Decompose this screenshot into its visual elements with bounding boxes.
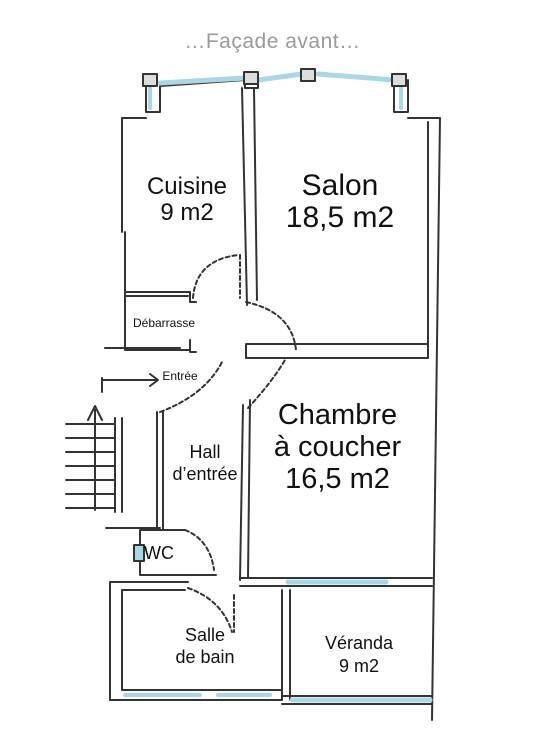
outer-wall-left-top bbox=[121, 117, 147, 233]
wall-salon-chambre bbox=[245, 343, 429, 359]
facade-title: …Façade avant… bbox=[184, 30, 361, 53]
door-salon bbox=[245, 301, 297, 351]
room-label-wc: WC bbox=[144, 543, 174, 563]
bathroom-walls bbox=[109, 581, 283, 701]
wc-fixture bbox=[133, 544, 145, 562]
front-window-center bbox=[255, 71, 305, 83]
room-area: 16,5 m2 bbox=[285, 462, 390, 495]
room-name-line1: Chambre bbox=[277, 399, 398, 431]
room-area: 9 m2 bbox=[338, 655, 380, 676]
front-window-right bbox=[315, 71, 397, 83]
wall-veranda-bottom bbox=[281, 695, 433, 705]
room-label-salle-de-bain: Salle de bain bbox=[150, 625, 260, 668]
room-label-entree: Entrée bbox=[162, 369, 198, 383]
room-name: Véranda bbox=[324, 633, 394, 653]
wall-hall-right bbox=[239, 399, 251, 581]
wall-kitchen-salon bbox=[241, 87, 258, 306]
room-label-cuisine: Cuisine 9 m2 bbox=[128, 174, 246, 226]
room-name-line2: à coucher bbox=[273, 430, 402, 463]
door-chambre bbox=[247, 359, 286, 409]
front-facade-wall bbox=[142, 68, 409, 113]
front-window-left bbox=[157, 75, 248, 86]
wall-debarrasse bbox=[124, 291, 197, 353]
wall-kitchen-bottom bbox=[124, 231, 191, 351]
door-entrance bbox=[159, 361, 223, 413]
room-area: 18,5 m2 bbox=[285, 201, 395, 235]
room-label-debarrasse: Débarrasse bbox=[132, 316, 196, 330]
staircase bbox=[65, 405, 123, 513]
stair-wall bbox=[104, 347, 181, 529]
room-label-veranda: Véranda 9 m2 bbox=[294, 632, 424, 677]
room-label-hall: Hall d’entrée bbox=[160, 442, 250, 485]
door-wc bbox=[184, 529, 215, 571]
room-label-salon: Salon 18,5 m2 bbox=[260, 169, 420, 235]
door-kitchen bbox=[192, 254, 241, 299]
door-bathroom bbox=[187, 587, 235, 633]
room-name: Salon bbox=[301, 169, 379, 202]
outer-wall-right bbox=[407, 117, 441, 721]
room-name: Cuisine bbox=[146, 173, 228, 200]
room-name-line2: de bain bbox=[175, 646, 235, 667]
wall-veranda-left bbox=[281, 589, 291, 701]
room-name-line1: Hall bbox=[189, 442, 221, 462]
room-name-line2: d’entrée bbox=[172, 463, 238, 484]
room-area: 9 m2 bbox=[160, 198, 214, 226]
room-name-line1: Salle bbox=[184, 625, 226, 645]
room-label-chambre: Chambre à coucher 16,5 m2 bbox=[250, 399, 425, 496]
wall-chambre-veranda bbox=[239, 577, 433, 587]
entrance-arrow bbox=[101, 373, 159, 393]
wall-hall-left bbox=[156, 411, 164, 531]
